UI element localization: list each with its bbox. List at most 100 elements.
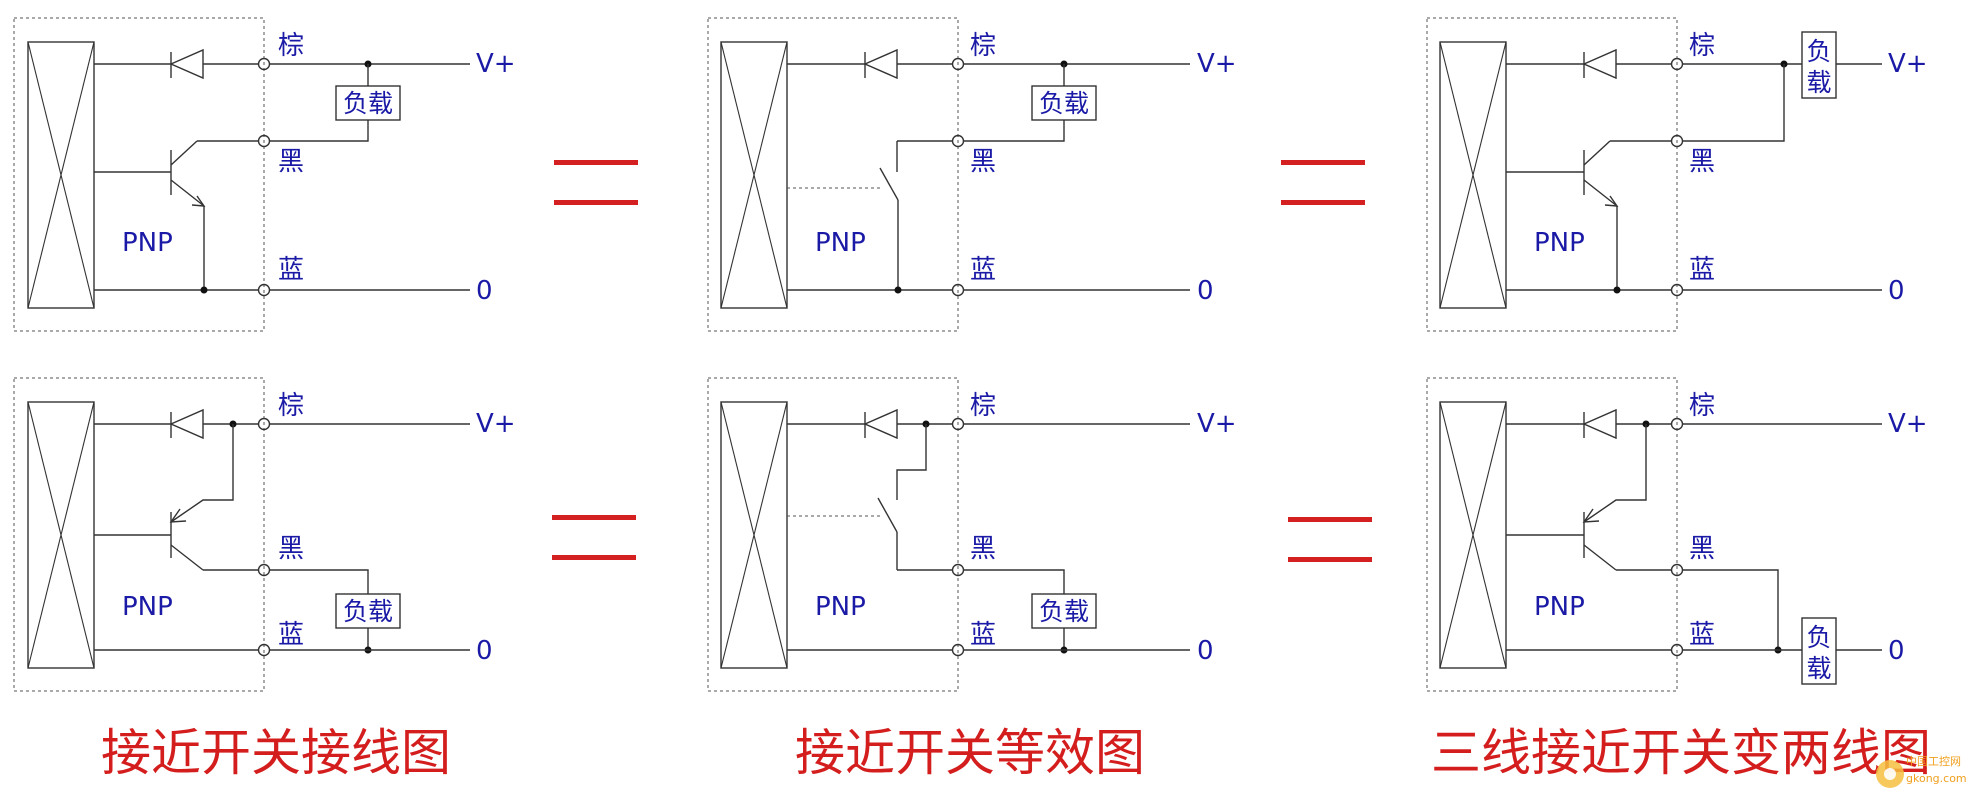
pnp-transistor (1583, 140, 1671, 290)
brown-label: 棕 (278, 391, 304, 421)
load-label: 负载 (343, 597, 393, 626)
diode-symbol (863, 48, 898, 80)
load-label: 载 (1806, 68, 1831, 97)
black-label: 黑 (970, 534, 996, 564)
pnp-label: PNP (815, 228, 866, 258)
equals-sign (1281, 160, 1365, 205)
blue-label: 蓝 (970, 255, 996, 285)
sensor-coil (27, 41, 95, 309)
terminal-blue (951, 283, 965, 297)
pnp-label: PNP (815, 592, 866, 622)
watermark-text: 中国工控网 (1906, 754, 1961, 768)
black-label: 黑 (278, 147, 304, 177)
brown-label: 棕 (1689, 391, 1715, 421)
brown-label: 棕 (1689, 31, 1715, 61)
diode-symbol (863, 408, 898, 440)
vplus-label: V+ (1197, 49, 1237, 79)
pnp-label: PNP (122, 228, 173, 258)
black-label: 黑 (970, 147, 996, 177)
diode-symbol (1582, 48, 1617, 80)
terminal-black (257, 134, 271, 148)
diode-symbol (169, 48, 204, 80)
switch-symbol (877, 497, 898, 570)
brown-label: 棕 (278, 31, 304, 61)
zero-label: 0 (1888, 276, 1905, 306)
zero-label: 0 (1888, 636, 1905, 666)
terminal-brown (257, 57, 271, 71)
caption-wiring-diagram: 接近开关接线图 (101, 724, 451, 782)
panel-top-left: 负载 棕 黑 蓝 PNP V+ 0 (13, 17, 516, 332)
vplus-label: V+ (1888, 409, 1928, 439)
panel-bottom-left: 负载 棕 黑 蓝 PNP V+ 0 (13, 377, 516, 692)
zero-label: 0 (1197, 276, 1214, 306)
terminal-blue (257, 283, 271, 297)
brown-label: 棕 (970, 31, 996, 61)
blue-label: 蓝 (1689, 255, 1715, 285)
equals-sign (1288, 517, 1372, 562)
switch-symbol (879, 141, 899, 290)
blue-label: 蓝 (1689, 620, 1715, 650)
panel-top-middle: 负载 棕 黑 蓝 PNP V+ 0 (707, 17, 1237, 332)
vplus-label: V+ (1888, 49, 1928, 79)
terminal-brown (951, 57, 965, 71)
load-box-vertical: 负 载 (1801, 31, 1837, 99)
equals-sign (554, 160, 638, 205)
pnp-label: PNP (1534, 228, 1585, 258)
black-label: 黑 (1689, 147, 1715, 177)
sensor-coil (1439, 401, 1507, 669)
pnp-transistor (169, 508, 259, 571)
watermark-url: gkong.com (1906, 772, 1967, 785)
load-label: 负载 (343, 89, 393, 118)
load-box-vertical: 负 载 (1801, 617, 1837, 685)
equals-sign (552, 515, 636, 560)
black-label: 黑 (1689, 534, 1715, 564)
caption-three-to-two-wire: 三线接近开关变两线图 (1431, 724, 1931, 782)
sensor-coil (27, 401, 95, 669)
pnp-label: PNP (122, 592, 173, 622)
load-label: 载 (1806, 654, 1831, 683)
blue-label: 蓝 (278, 620, 304, 650)
vplus-label: V+ (476, 409, 516, 439)
terminal-brown (951, 417, 965, 431)
brown-label: 棕 (970, 391, 996, 421)
diode-symbol (1582, 408, 1617, 440)
load-label: 负 (1806, 623, 1831, 652)
load-box: 负载 (335, 85, 401, 121)
blue-label: 蓝 (970, 620, 996, 650)
load-label: 负 (1806, 37, 1831, 66)
zero-label: 0 (476, 276, 493, 306)
terminal-black (257, 563, 271, 577)
pnp-label: PNP (1534, 592, 1585, 622)
terminal-black (1670, 134, 1684, 148)
caption-equivalent-diagram: 接近开关等效图 (795, 724, 1145, 782)
load-box: 负载 (1031, 593, 1097, 629)
terminal-blue (257, 643, 271, 657)
vplus-label: V+ (476, 49, 516, 79)
terminal-black (1670, 563, 1684, 577)
terminal-black (951, 563, 965, 577)
terminal-black (951, 134, 965, 148)
sensor-coil (720, 41, 788, 309)
sensor-coil (1439, 41, 1507, 309)
panel-bottom-right: 负 载 棕 黑 蓝 PNP V+ 0 (1426, 377, 1928, 692)
terminal-blue (951, 643, 965, 657)
zero-label: 0 (1197, 636, 1214, 666)
load-box: 负载 (1031, 85, 1097, 121)
diode-symbol (169, 408, 204, 440)
load-label: 负载 (1039, 89, 1089, 118)
watermark: 中国工控网 gkong.com (1876, 754, 1967, 788)
terminal-brown (257, 417, 271, 431)
blue-label: 蓝 (278, 255, 304, 285)
vplus-label: V+ (1197, 409, 1237, 439)
pnp-transistor (170, 140, 259, 290)
pnp-transistor (1582, 508, 1671, 571)
terminal-brown (1670, 417, 1684, 431)
zero-label: 0 (476, 636, 493, 666)
panel-bottom-middle: 负载 棕 黑 蓝 PNP V+ 0 (707, 377, 1237, 692)
load-label: 负载 (1039, 597, 1089, 626)
sensor-coil (720, 401, 788, 669)
terminal-brown (1670, 57, 1684, 71)
panel-top-right: 负 载 棕 黑 蓝 PNP V+ 0 (1426, 17, 1928, 332)
black-label: 黑 (278, 534, 304, 564)
